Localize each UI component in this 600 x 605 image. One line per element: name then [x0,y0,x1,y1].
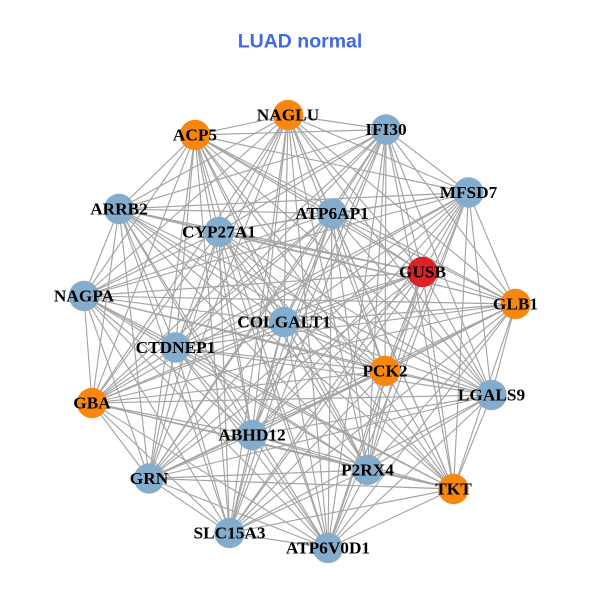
svg-text:GBA: GBA [73,394,111,413]
svg-text:SLC15A3: SLC15A3 [193,524,265,543]
svg-text:CYP27A1: CYP27A1 [182,223,256,242]
svg-text:GLB1: GLB1 [493,295,538,314]
svg-text:GRN: GRN [130,469,169,488]
svg-text:ATP6AP1: ATP6AP1 [295,204,369,223]
svg-text:TKT: TKT [435,480,472,499]
svg-text:MFSD7: MFSD7 [440,183,498,202]
svg-text:P2RX4: P2RX4 [341,461,394,480]
svg-text:COLGALT1: COLGALT1 [237,313,330,332]
svg-text:ABHD12: ABHD12 [218,426,285,445]
svg-text:IFI30: IFI30 [365,120,406,139]
svg-text:GUSB: GUSB [399,263,447,282]
svg-text:LUAD normal: LUAD normal [238,31,363,53]
svg-text:CTDNEP1: CTDNEP1 [136,338,216,357]
svg-text:ACP5: ACP5 [173,126,217,145]
svg-text:ATP6V0D1: ATP6V0D1 [286,539,370,558]
svg-text:ARRB2: ARRB2 [90,200,148,219]
svg-text:LGALS9: LGALS9 [458,386,526,405]
svg-text:PCK2: PCK2 [362,362,407,381]
svg-text:NAGPA: NAGPA [54,287,115,306]
svg-text:NAGLU: NAGLU [257,106,320,125]
